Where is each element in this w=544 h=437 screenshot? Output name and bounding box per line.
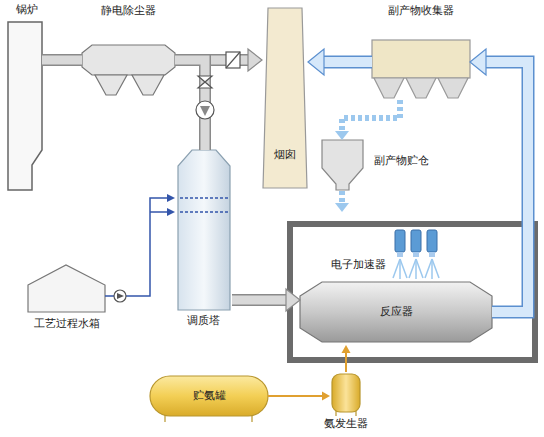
reactor-building bbox=[290, 224, 535, 360]
flow-connector bbox=[470, 49, 528, 312]
silo-node: 副产物贮仓 bbox=[320, 140, 365, 190]
arrow-head bbox=[248, 49, 262, 71]
water-tank-shape bbox=[28, 265, 105, 312]
ammonia-tank-shape bbox=[150, 376, 268, 422]
flow-connector bbox=[268, 392, 330, 401]
chimney-shape bbox=[263, 8, 307, 188]
connector-line bbox=[42, 56, 82, 65]
arrow-heads bbox=[335, 131, 349, 140]
water-tank-node: 工艺过程水箱 bbox=[28, 265, 105, 312]
connector-line bbox=[345, 352, 347, 372]
collector-node: 副产物收集器 bbox=[372, 40, 470, 100]
node-label: 静电除尘器 bbox=[101, 4, 156, 17]
arrow-heads bbox=[322, 392, 330, 401]
arrow-head bbox=[167, 194, 175, 202]
arrow-heads bbox=[470, 49, 486, 75]
arrow-head bbox=[308, 49, 324, 75]
accelerator-symbol bbox=[393, 230, 439, 279]
flow-connector bbox=[342, 345, 351, 372]
precipitator-shape bbox=[82, 45, 175, 95]
flow-connector bbox=[105, 194, 175, 296]
arrow-heads bbox=[248, 49, 262, 71]
connector-outline bbox=[42, 54, 82, 66]
node-label: 反应器 bbox=[380, 305, 413, 318]
connector-line bbox=[342, 100, 400, 132]
connector-line bbox=[232, 296, 287, 305]
connector-outline bbox=[323, 56, 372, 69]
precipitator-node: 静电除尘器 bbox=[82, 45, 175, 95]
damper-symbol bbox=[226, 52, 240, 68]
node-label: 工艺过程水箱 bbox=[34, 317, 100, 330]
silo-discharge bbox=[335, 191, 349, 212]
node-label: 烟囱 bbox=[274, 148, 296, 161]
boiler-shape bbox=[8, 22, 42, 190]
boiler-node: 锅炉 bbox=[8, 22, 42, 190]
pump-symbol bbox=[114, 290, 126, 302]
node-label: 锅炉 bbox=[16, 3, 38, 16]
reactor-shape bbox=[300, 282, 492, 342]
arrow-heads bbox=[286, 289, 300, 311]
flow-connector bbox=[308, 49, 372, 75]
tower-shape bbox=[178, 150, 230, 310]
fan-symbol bbox=[196, 101, 214, 119]
connector-outline bbox=[485, 62, 528, 312]
ammonia-generator-node: 氨发生器 bbox=[330, 372, 362, 414]
accelerator-node: 电子加速器 bbox=[392, 228, 442, 262]
node-label: 氨发生器 bbox=[324, 417, 368, 430]
silo-shape bbox=[322, 140, 363, 190]
water-branch bbox=[150, 208, 175, 216]
arrow-heads bbox=[308, 49, 324, 75]
flow-connector bbox=[232, 289, 300, 311]
connector-line bbox=[268, 395, 323, 397]
node-label: 副产物收集器 bbox=[388, 4, 454, 17]
connector-line bbox=[105, 198, 168, 296]
valve-symbol bbox=[198, 76, 212, 88]
arrow-head bbox=[335, 131, 349, 140]
arrow-head bbox=[470, 49, 486, 75]
connector-line bbox=[485, 62, 528, 312]
node-label: 副产物贮仓 bbox=[374, 154, 429, 167]
ammonia-tank-node: 贮氨罐 bbox=[150, 376, 268, 416]
flow-connector bbox=[42, 60, 82, 61]
arrow-head bbox=[342, 345, 351, 353]
node-label: 电子加速器 bbox=[331, 258, 386, 271]
node-label: 贮氨罐 bbox=[193, 389, 226, 402]
collector-shape bbox=[372, 40, 470, 98]
chimney-node: 烟囱 bbox=[262, 8, 308, 188]
flow-connector bbox=[335, 100, 400, 140]
arrow-heads bbox=[342, 345, 351, 353]
arrow-head bbox=[322, 392, 330, 401]
ammonia-generator-shape bbox=[332, 374, 360, 416]
tower-node: 调质塔 bbox=[175, 150, 232, 310]
arrow-head bbox=[286, 289, 300, 311]
connector-outline bbox=[232, 294, 287, 306]
reactor-node: 反应器 bbox=[300, 280, 492, 345]
node-label: 调质塔 bbox=[187, 314, 220, 327]
arrow-heads bbox=[167, 194, 175, 202]
connector-line bbox=[323, 57, 372, 67]
